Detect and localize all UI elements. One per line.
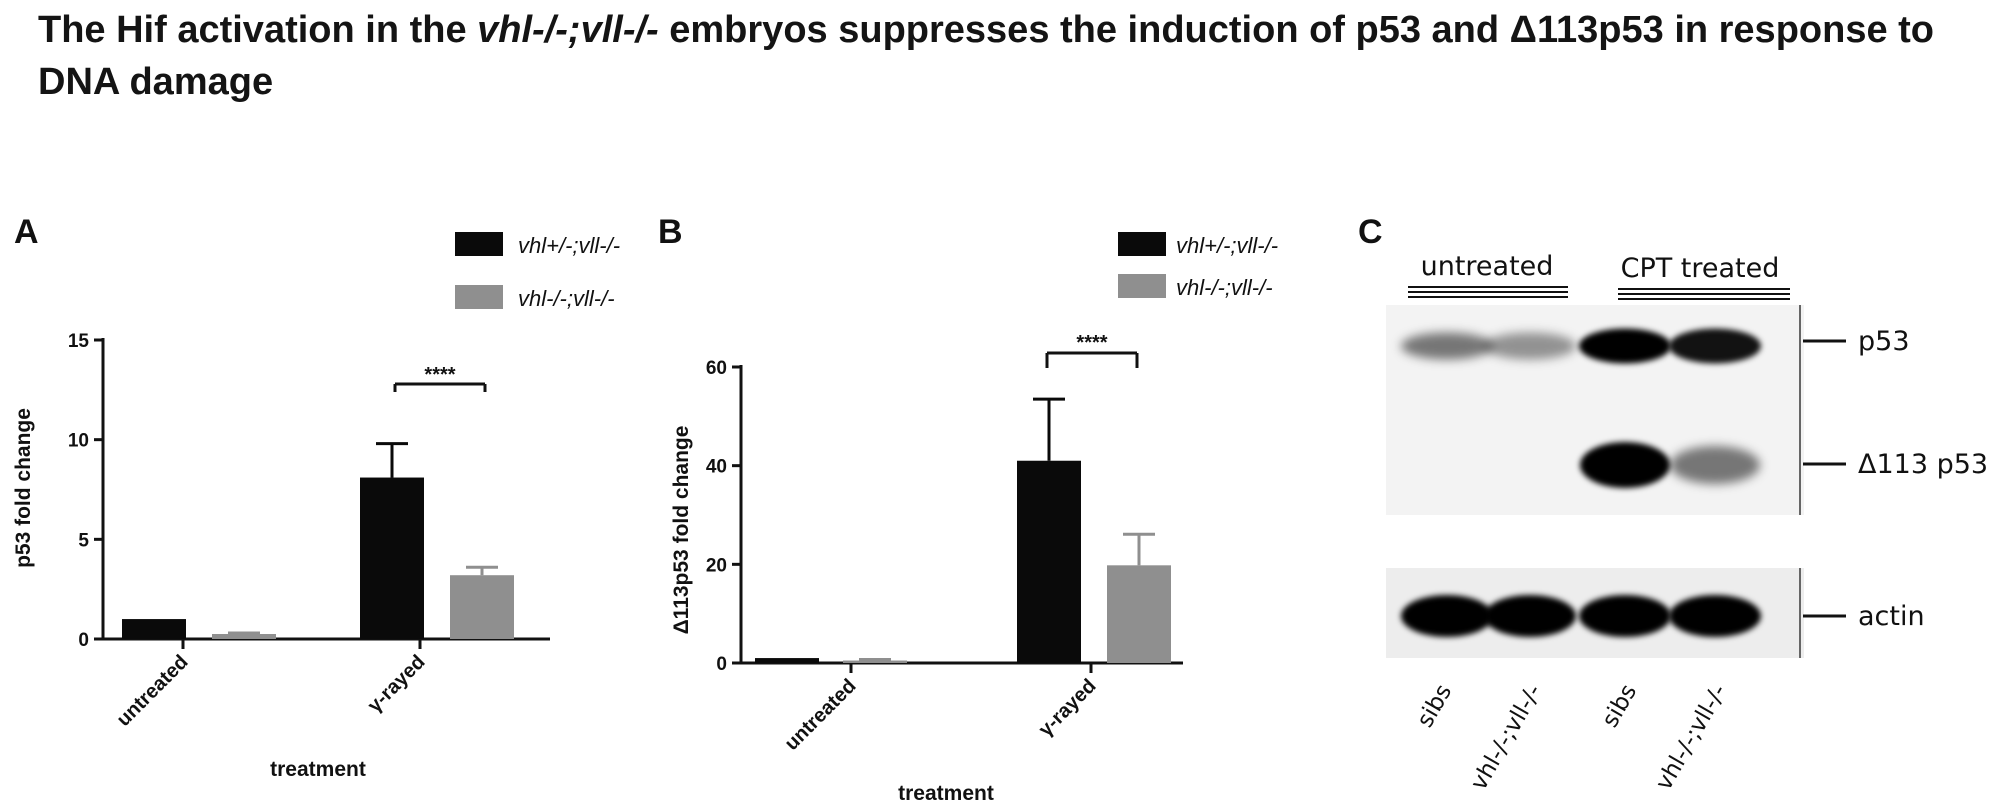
legend-b-label-2: vhl-/-;vll-/- xyxy=(1176,275,1273,300)
legend-b-swatch-1 xyxy=(1118,232,1166,256)
band-p53 xyxy=(1484,332,1576,360)
band-actin xyxy=(1401,595,1493,637)
bars-a xyxy=(122,442,514,639)
band-actin xyxy=(1579,595,1671,637)
lane-label: vhl-/-;vll-/- xyxy=(1651,680,1732,795)
panel-b-chart: B vhl+/-;vll-/- vhl-/-;vll-/- 0 20 40 60 un… xyxy=(658,213,1278,805)
band-p53 xyxy=(1669,328,1761,364)
y-tick-label-a: 15 xyxy=(68,331,90,352)
blot-bands xyxy=(1401,328,1761,637)
band-d113 xyxy=(1580,442,1670,488)
bar-b xyxy=(1107,565,1171,663)
y-ticks-b: 0 20 40 60 xyxy=(706,358,741,675)
band-label-actin: actin xyxy=(1858,601,1925,632)
legend-a-label-2: vhl-/-;vll-/- xyxy=(518,286,615,311)
y-tick-label-b: 40 xyxy=(706,457,727,478)
x-categories-b: untreated γ-rayed xyxy=(781,663,1101,755)
y-ticks-a: 0 5 10 15 xyxy=(68,331,103,651)
lane-label: vhl-/-;vll-/- xyxy=(1466,680,1547,795)
lane-label: sibs xyxy=(1597,680,1642,732)
title-text-start: The Hif activation in the xyxy=(38,9,478,51)
panel-a-chart: A vhl+/-;vll-/- vhl-/-;vll-/- 0 5 10 15 unt… xyxy=(12,213,620,781)
x-categories-a: untreated γ-rayed xyxy=(113,639,430,731)
y-tick-label-a: 5 xyxy=(78,530,89,551)
bar-a xyxy=(212,634,276,639)
group-label-cpt-treated: CPT treated xyxy=(1621,253,1780,284)
x-category-label-b: untreated xyxy=(781,675,861,755)
title-genotype: vhl-/-;vll-/- xyxy=(477,9,659,51)
x-axis-label-a: treatment xyxy=(270,758,366,781)
bar-a xyxy=(360,477,424,639)
bar-b xyxy=(843,660,907,663)
title-text-end: embryos suppresses the induction of p53 … xyxy=(38,9,1935,103)
band-d113 xyxy=(1670,446,1760,484)
y-axis-label-b: Δ113p53 fold change xyxy=(670,426,693,635)
y-tick-label-b: 60 xyxy=(706,358,727,379)
group-label-untreated: untreated xyxy=(1421,251,1554,282)
bar-b xyxy=(755,658,819,663)
panel-a-letter: A xyxy=(14,213,39,251)
significance-label-b: **** xyxy=(1076,332,1107,354)
x-category-label-b: γ-rayed xyxy=(1035,675,1101,741)
significance-label-a: **** xyxy=(424,364,455,386)
x-axis-label-b: treatment xyxy=(898,782,994,805)
legend-b-label-1: vhl+/-;vll-/- xyxy=(1176,233,1278,258)
band-actin xyxy=(1669,595,1761,637)
band-label-p53: p53 xyxy=(1858,326,1910,357)
bar-b xyxy=(1017,460,1081,663)
band-actin xyxy=(1484,595,1576,637)
x-category-label-a: γ-rayed xyxy=(364,651,430,717)
legend-a-swatch-2 xyxy=(455,285,503,309)
x-category-label-a: untreated xyxy=(113,651,193,731)
y-tick-label-a: 10 xyxy=(68,431,89,452)
band-p53 xyxy=(1401,332,1493,360)
bar-a xyxy=(122,619,186,639)
panel-c-western-blot: C untreated CPT treated p53 Δ113 p53 act… xyxy=(1358,213,1988,795)
y-tick-label-b: 0 xyxy=(716,654,727,675)
panel-b-letter: B xyxy=(658,213,683,251)
band-label-d113: Δ113 p53 xyxy=(1858,449,1988,480)
band-p53 xyxy=(1579,328,1671,364)
bars-b xyxy=(755,397,1171,663)
legend-a-label-1: vhl+/-;vll-/- xyxy=(518,233,620,258)
lane-label: sibs xyxy=(1412,680,1457,732)
legend-b-swatch-2 xyxy=(1118,274,1166,298)
panel-c-letter: C xyxy=(1358,213,1383,251)
y-axis-label-a: p53 fold change xyxy=(12,408,35,568)
figure-title: The Hif activation in the vhl-/-;vll-/- … xyxy=(38,4,1938,108)
legend-a-swatch-1 xyxy=(455,232,503,256)
y-tick-label-a: 0 xyxy=(78,630,89,651)
y-tick-label-b: 20 xyxy=(706,555,727,576)
bar-a xyxy=(450,575,514,639)
